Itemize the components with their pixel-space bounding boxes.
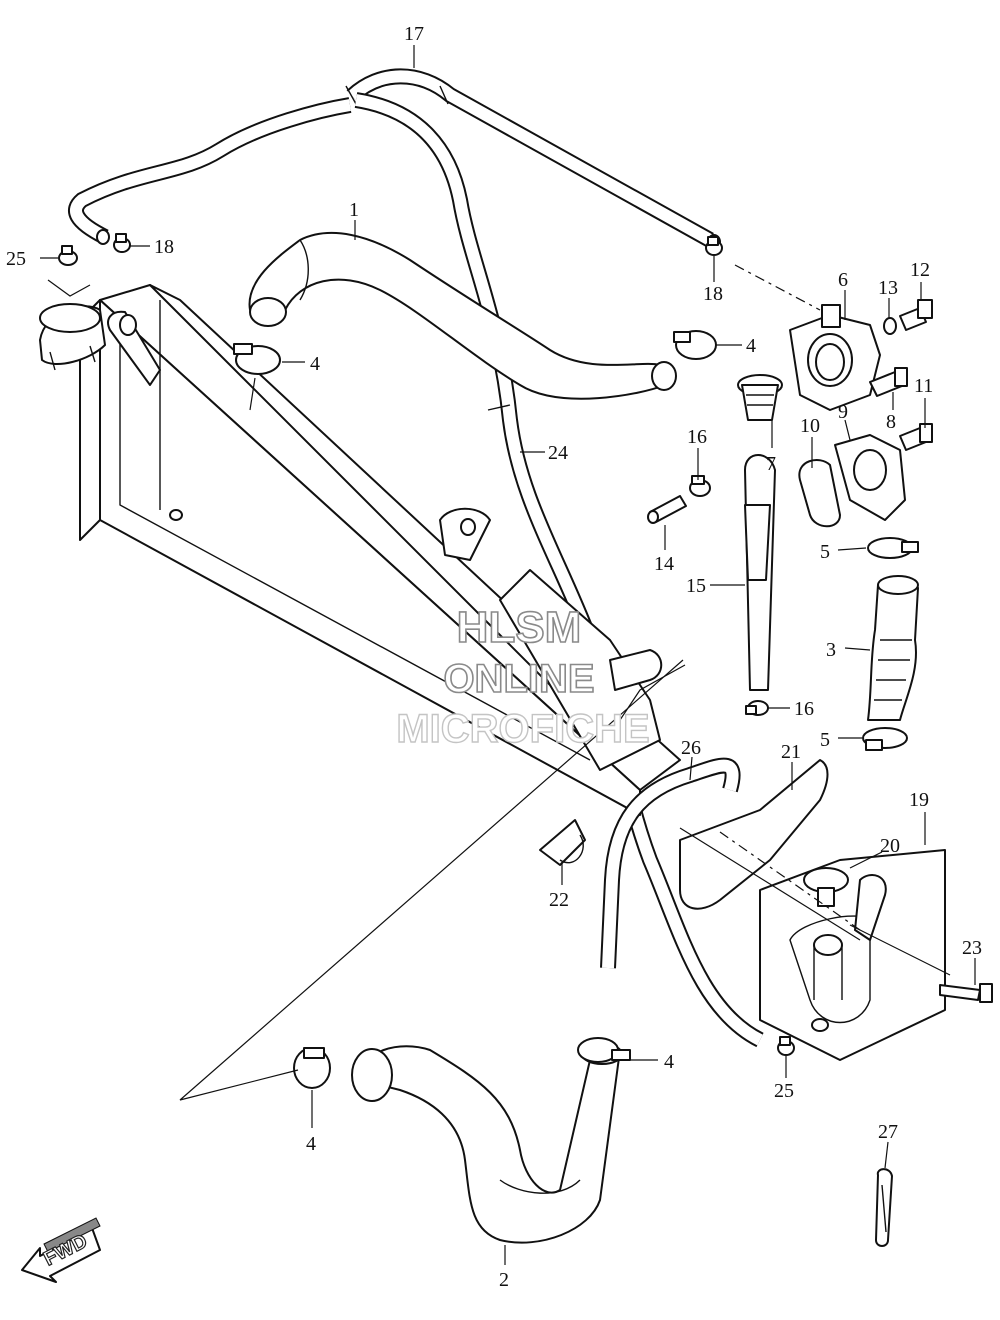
- callout-18-a: 18: [154, 236, 174, 258]
- callout-5-b: 5: [820, 729, 830, 751]
- callout-14: 14: [654, 553, 674, 575]
- callout-10: 10: [800, 415, 820, 437]
- clamp-18-left[interactable]: [113, 233, 131, 253]
- callout-25-a: 25: [6, 248, 26, 270]
- clamp-4-lower-left[interactable]: [293, 1047, 331, 1089]
- callout-9: 9: [838, 401, 848, 423]
- watermark: HLSM ONLINE MICROFICHE: [396, 602, 651, 752]
- clamp-4-upper-left[interactable]: [233, 343, 281, 375]
- callout-4-d: 4: [664, 1051, 674, 1073]
- callout-4-b: 4: [746, 335, 756, 357]
- callout-16-a: 16: [687, 426, 707, 448]
- watermark-line-1: HLSM: [457, 603, 582, 652]
- reservoir-cap[interactable]: [803, 867, 849, 907]
- bracket-21[interactable]: [679, 759, 829, 910]
- leader-lines: [40, 45, 976, 1265]
- reservoir-tank[interactable]: [759, 849, 946, 1061]
- callout-17: 17: [404, 23, 424, 45]
- bolt-8[interactable]: [869, 367, 908, 397]
- bolt-11[interactable]: [899, 423, 933, 451]
- thermostat-cover-6[interactable]: [789, 304, 881, 411]
- clip-22[interactable]: [539, 819, 586, 866]
- bolt-23[interactable]: [939, 983, 993, 1003]
- clamp-18-right[interactable]: [705, 236, 723, 256]
- callout-21: 21: [781, 741, 801, 763]
- callout-16-b: 16: [794, 698, 814, 720]
- thermostat-case-9[interactable]: [834, 434, 906, 521]
- callout-24: 24: [548, 442, 568, 464]
- clamp-25-bottom[interactable]: [777, 1036, 795, 1056]
- clamp-4-lower-right[interactable]: [577, 1037, 631, 1063]
- callout-1: 1: [349, 199, 359, 221]
- callout-19: 19: [909, 789, 929, 811]
- callout-15: 15: [686, 575, 706, 597]
- callout-labels: 17 1 2 3 4 4 4 4 5 5 6 7 8 9 10 11 12 13…: [6, 23, 982, 1291]
- hose-3[interactable]: [867, 575, 919, 721]
- callout-6: 6: [838, 269, 848, 291]
- clamp-25-top[interactable]: [58, 245, 78, 266]
- callout-7: 7: [766, 453, 776, 475]
- hose-15[interactable]: [744, 454, 776, 691]
- callout-18-b: 18: [703, 283, 723, 305]
- callout-22: 22: [549, 889, 569, 911]
- gasket-10[interactable]: [798, 459, 841, 528]
- washer-13[interactable]: [883, 317, 897, 335]
- callout-26: 26: [681, 737, 701, 759]
- clamp-5-lower[interactable]: [862, 727, 908, 751]
- radiator-cap[interactable]: [39, 303, 106, 371]
- callout-12: 12: [910, 259, 930, 281]
- fwd-arrow: FWD: [21, 1217, 101, 1283]
- callout-2: 2: [499, 1269, 509, 1291]
- callout-25-b: 25: [774, 1080, 794, 1102]
- callout-3: 3: [826, 639, 836, 661]
- clamp-16-upper[interactable]: [689, 475, 711, 497]
- watermark-line-2: ONLINE: [443, 657, 594, 701]
- clamp-4-upper-right[interactable]: [673, 330, 717, 360]
- callout-11: 11: [914, 375, 933, 397]
- callout-27: 27: [878, 1121, 898, 1143]
- center-lines: [719, 264, 861, 931]
- hose-26[interactable]: [600, 757, 741, 969]
- callout-4-c: 4: [306, 1133, 316, 1155]
- callout-23: 23: [962, 937, 982, 959]
- callout-5-a: 5: [820, 541, 830, 563]
- bolt-12[interactable]: [899, 299, 933, 331]
- hose-2[interactable]: [351, 1043, 623, 1244]
- fitting-14[interactable]: [647, 495, 687, 524]
- watermark-line-3: MICROFICHE: [396, 707, 649, 751]
- callout-13: 13: [878, 277, 898, 299]
- callout-20: 20: [880, 835, 900, 857]
- callout-8: 8: [886, 411, 896, 433]
- hose-1[interactable]: [248, 231, 677, 400]
- clamp-16-lower[interactable]: [745, 700, 769, 716]
- thermostat-7[interactable]: [737, 374, 783, 421]
- clamp-5-upper[interactable]: [867, 537, 919, 559]
- callout-4-a: 4: [310, 353, 320, 375]
- strap-27[interactable]: [875, 1168, 893, 1247]
